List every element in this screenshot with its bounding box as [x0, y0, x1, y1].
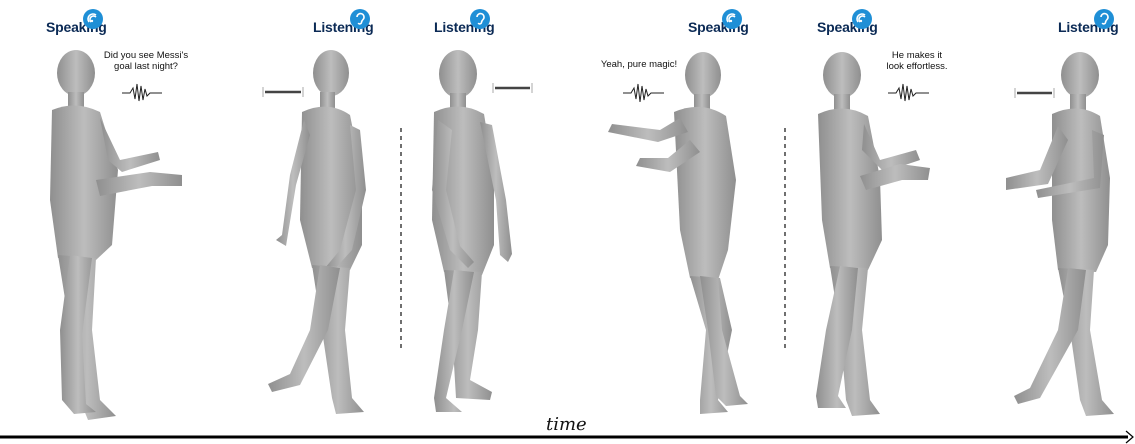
human-figure: [268, 50, 366, 414]
human-figure: [50, 50, 182, 420]
human-figure: [608, 52, 748, 414]
silence-bar-icon: [263, 83, 1054, 98]
human-figure: [432, 50, 512, 412]
human-figure: [816, 52, 930, 416]
human-figure: [1006, 52, 1114, 416]
waveform-icon: [122, 84, 929, 102]
time-axis-label: time: [546, 414, 587, 435]
